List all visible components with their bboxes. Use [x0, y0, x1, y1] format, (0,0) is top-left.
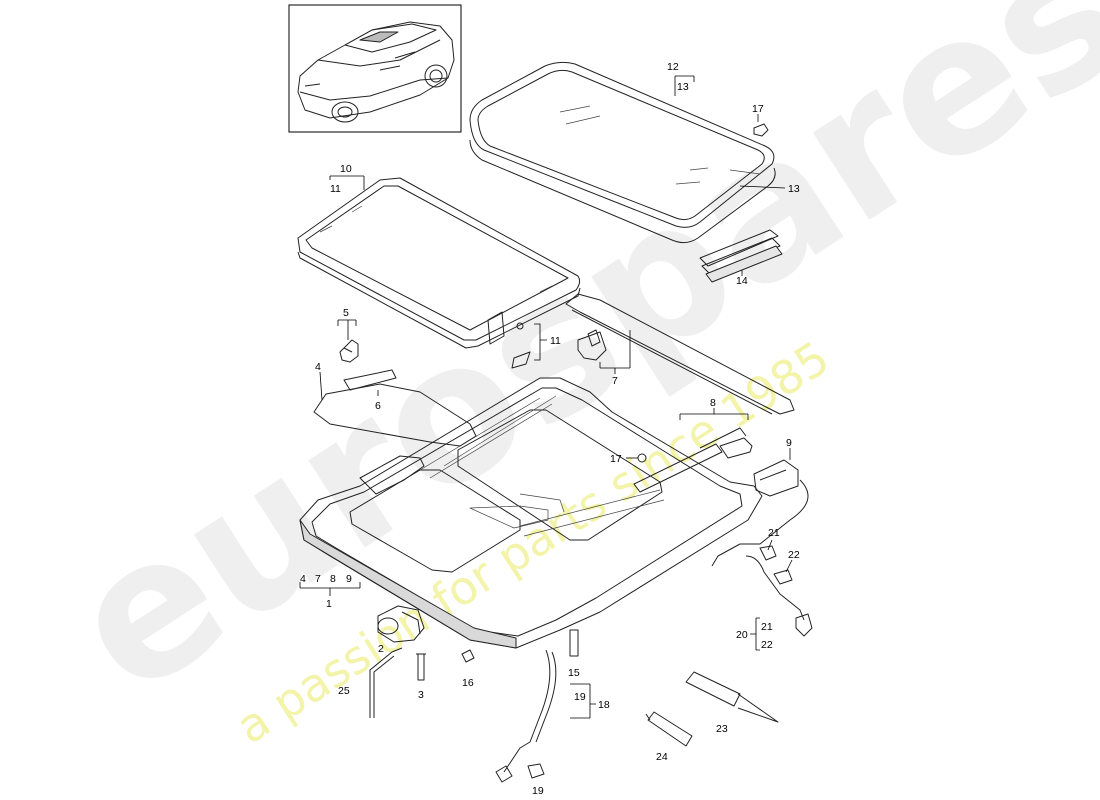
watermark: eurospares a passion for parts since 198…	[34, 0, 1100, 754]
control-module-part-9	[753, 459, 799, 497]
callout-7-lower: 7	[315, 573, 321, 585]
rear-crossbar-part	[565, 293, 795, 415]
callout-6: 6	[375, 400, 381, 412]
callout-4-upper: 4	[315, 361, 321, 373]
guide-rail-part	[313, 369, 477, 447]
callout-15: 15	[568, 667, 580, 679]
callout-23: 23	[716, 723, 728, 735]
callout-16: 16	[462, 677, 474, 689]
callout-8-lower: 8	[330, 573, 336, 585]
leader-lines	[299, 75, 793, 719]
callout-17-mid: 17	[610, 453, 622, 465]
callout-3: 3	[418, 689, 424, 701]
motor-part-2	[377, 605, 425, 643]
screw-part-17a	[753, 123, 769, 137]
callout-19-upper: 19	[574, 691, 586, 703]
callout-17-top: 17	[752, 103, 764, 115]
callout-11-right: 11	[550, 335, 561, 347]
callout-9-lower: 9	[346, 573, 352, 585]
callout-12: 12	[667, 61, 679, 73]
callout-24: 24	[656, 751, 668, 763]
glass-lid-part	[469, 61, 776, 244]
callout-1: 1	[326, 598, 332, 610]
callout-21-lower: 21	[761, 621, 773, 633]
callout-25: 25	[338, 685, 350, 697]
callout-10: 10	[340, 163, 352, 175]
drain-hose-part-18	[495, 649, 557, 783]
callout-2: 2	[378, 643, 384, 655]
inset-frame	[288, 4, 462, 133]
callout-7-upper: 7	[612, 375, 618, 387]
callout-22-upper: 22	[788, 549, 800, 561]
callout-22-lower: 22	[761, 639, 773, 651]
clip-part-11	[487, 311, 531, 369]
callout-4-lower: 4	[300, 573, 306, 585]
seal-strip-part	[699, 229, 783, 283]
callout-11-top: 11	[330, 183, 341, 195]
bolt-part-3	[416, 653, 426, 681]
drain-hose-part-20	[711, 479, 813, 637]
sunroof-frame-part	[299, 377, 763, 649]
callout-8-upper: 8	[710, 397, 716, 409]
bracket-part-5	[339, 339, 359, 363]
callout-19-lower: 19	[532, 785, 544, 797]
callout-18: 18	[598, 699, 610, 711]
car-icon	[297, 21, 455, 123]
callout-20: 20	[736, 629, 748, 641]
crank-part-25	[369, 647, 403, 718]
callout-21-upper: 21	[768, 527, 780, 539]
drive-cable-part-8	[633, 427, 753, 493]
callout-13-right: 13	[788, 183, 800, 195]
sealant-cartridge-part-23	[685, 671, 779, 723]
grease-tube-part-24	[645, 711, 693, 747]
callout-14: 14	[736, 275, 748, 287]
bolt-part-15	[569, 629, 579, 657]
callout-9-upper: 9	[786, 437, 792, 449]
callout-13-top: 13	[677, 81, 689, 93]
nut-part-16	[461, 649, 475, 663]
sunblind-part	[297, 177, 581, 349]
vehicle-inset	[288, 4, 462, 133]
callout-labels: 12 13 13 17 10 11 14 5 11 7 4 6 8 9 17 4…	[300, 61, 800, 797]
callout-5: 5	[343, 307, 349, 319]
